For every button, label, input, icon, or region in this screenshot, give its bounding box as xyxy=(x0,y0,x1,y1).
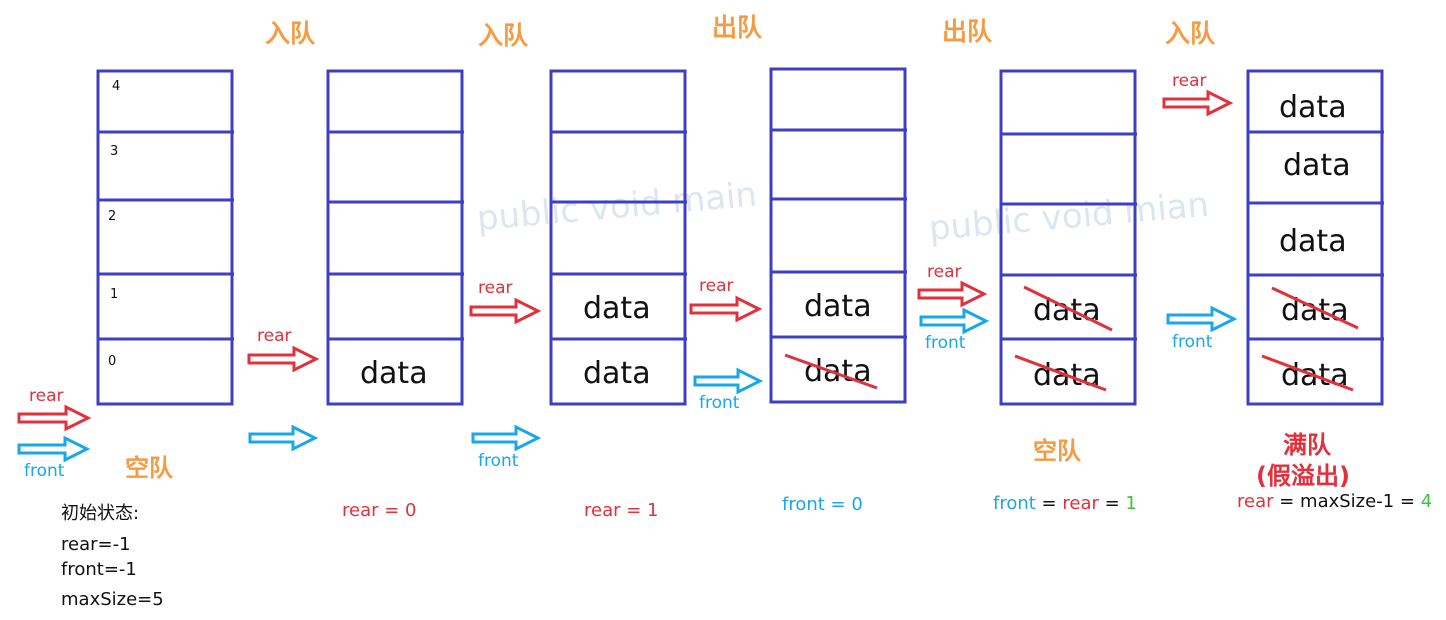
front-arrow xyxy=(693,367,764,395)
formula-equals: = xyxy=(1036,493,1063,514)
index-label: 1 xyxy=(110,287,118,302)
operation-label: 出队 xyxy=(942,17,993,46)
cell-data: data xyxy=(1279,224,1347,259)
front-label: front xyxy=(24,461,65,481)
index-label: 3 xyxy=(110,144,118,159)
formula-mid: = maxSize-1 = xyxy=(1274,491,1421,512)
full-queue-label: 满队 xyxy=(1283,431,1332,459)
false-overflow-label: (假溢出) xyxy=(1256,462,1350,490)
initial-state-title: 初始状态: xyxy=(61,503,139,524)
initial-state-line: front=-1 xyxy=(61,559,137,580)
rear-label: rear xyxy=(1172,71,1206,91)
front-label: front xyxy=(478,451,519,471)
operation-label: 入队 xyxy=(1165,19,1216,48)
queue-box xyxy=(769,67,907,404)
operation-label: 出队 xyxy=(712,13,763,42)
strike-mark xyxy=(1014,354,1107,392)
formula-rear-max: rear = maxSize-1 = 4 xyxy=(1237,491,1432,512)
formula-value: 4 xyxy=(1421,491,1432,512)
initial-state-line: maxSize=5 xyxy=(61,589,164,610)
formula-rear-0: rear = 0 xyxy=(342,500,417,521)
initial-state-line: rear=-1 xyxy=(61,534,131,555)
front-label: front xyxy=(699,393,740,413)
index-label: 0 xyxy=(108,354,116,369)
queue-box xyxy=(326,69,464,406)
strike-mark xyxy=(1271,286,1359,330)
strike-mark xyxy=(1261,354,1354,392)
cell-data: data xyxy=(1283,148,1351,183)
empty-queue-label: 空队 xyxy=(1033,437,1082,465)
cell-data: data xyxy=(1279,90,1347,125)
rear-arrow xyxy=(469,297,542,325)
queue-box xyxy=(1246,69,1384,406)
formula-rear: rear xyxy=(1237,491,1274,512)
queue-box xyxy=(549,69,687,406)
formula-rear-1: rear = 1 xyxy=(584,500,659,521)
rear-arrow xyxy=(689,295,763,323)
front-arrow xyxy=(248,424,319,452)
index-label: 4 xyxy=(112,79,120,94)
queue-box xyxy=(999,69,1137,406)
rear-label: rear xyxy=(699,276,733,296)
front-arrow xyxy=(471,424,542,452)
operation-label: 入队 xyxy=(478,21,529,50)
front-arrow xyxy=(17,435,91,463)
rear-label: rear xyxy=(257,326,291,346)
formula-value: 1 xyxy=(1125,493,1136,514)
rear-arrow xyxy=(1162,89,1234,117)
cell-data: data xyxy=(804,289,872,324)
operation-label: 入队 xyxy=(265,19,316,48)
cell-data: data xyxy=(360,356,428,391)
rear-arrow xyxy=(247,345,320,373)
front-label: front xyxy=(1172,332,1213,352)
watermark: public void main xyxy=(475,175,758,239)
cell-data: data xyxy=(583,291,651,326)
front-arrow xyxy=(919,307,990,335)
rear-arrow xyxy=(17,404,92,432)
rear-label: rear xyxy=(927,262,961,282)
watermark: public void mian xyxy=(927,185,1210,249)
cell-data: data xyxy=(583,356,651,391)
empty-queue-label: 空队 xyxy=(125,454,174,482)
front-arrow xyxy=(1166,305,1238,333)
front-label: front xyxy=(925,333,966,353)
cell-data: data xyxy=(1033,293,1101,328)
formula-front: front xyxy=(993,493,1036,514)
strike-mark xyxy=(784,353,878,390)
formula-front-0: front = 0 xyxy=(782,494,863,515)
formula-equals: = xyxy=(1099,493,1126,514)
formula-front-equals-rear: front = rear = 1 xyxy=(993,493,1137,514)
rear-arrow xyxy=(917,280,988,308)
queue-box xyxy=(96,69,234,406)
rear-label: rear xyxy=(478,278,512,298)
strike-mark xyxy=(1023,285,1113,332)
index-label: 2 xyxy=(108,209,116,224)
rear-label: rear xyxy=(29,386,63,406)
formula-rear: rear xyxy=(1062,493,1099,514)
